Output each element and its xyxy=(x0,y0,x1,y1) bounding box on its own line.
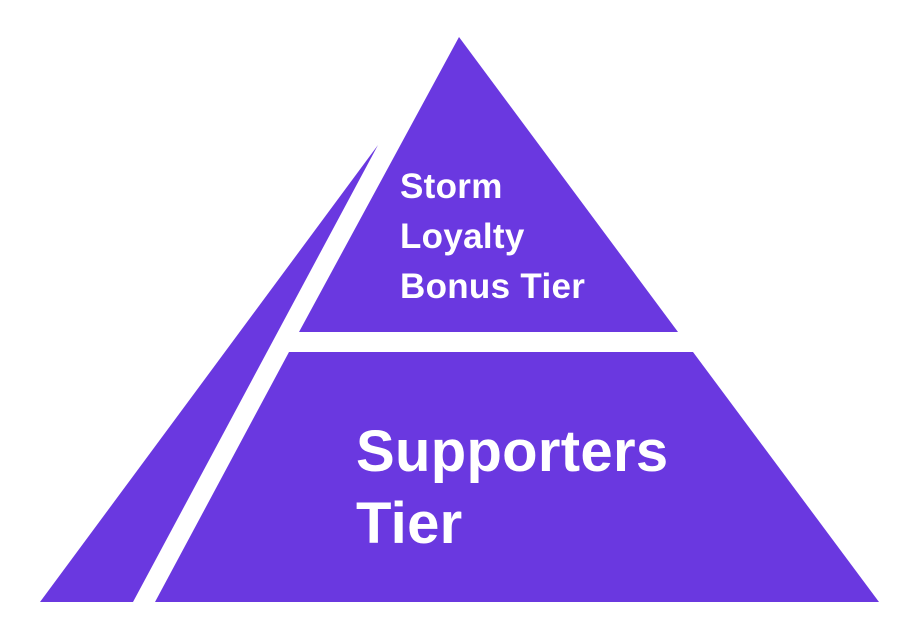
bottom-tier-label: Supporters Tier xyxy=(356,419,669,556)
top-tier-label: Storm Loyalty Bonus Tier xyxy=(400,167,586,306)
pyramid-left-sliver xyxy=(40,145,378,602)
pyramid-bottom-tier xyxy=(155,352,879,602)
pyramid-top-tier xyxy=(299,37,678,332)
